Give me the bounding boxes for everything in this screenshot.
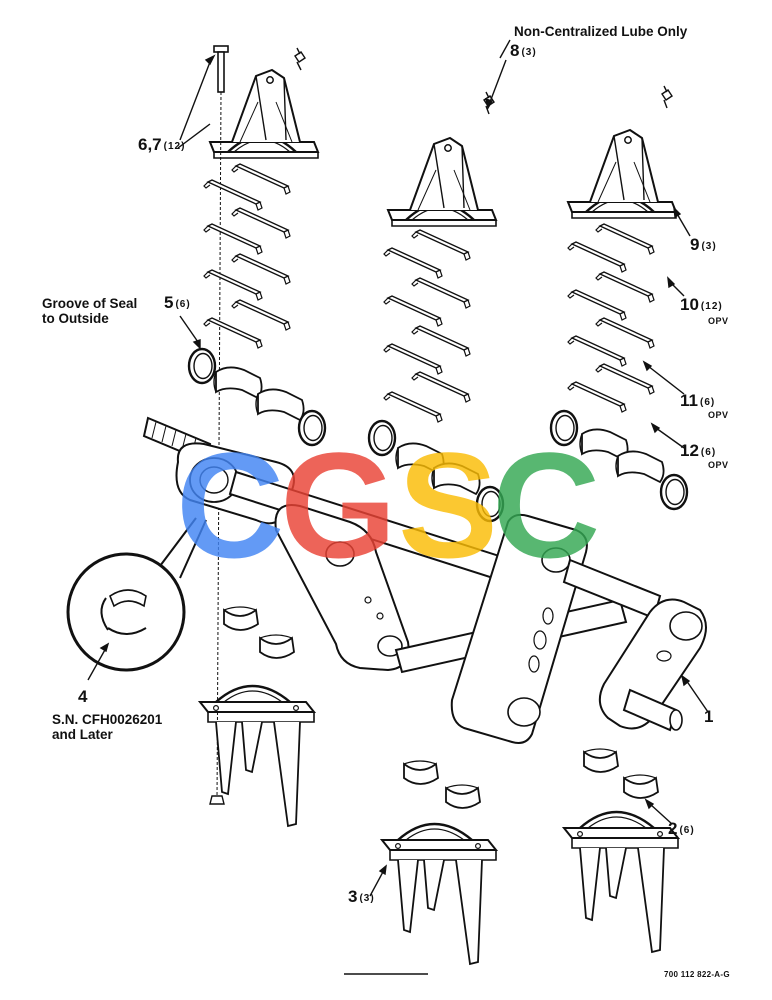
watermark-letter-c1: C	[176, 421, 285, 589]
callout-9: 9(3)	[690, 235, 717, 254]
bracket-bottom-left	[198, 684, 316, 828]
drawing-code: 700 112 822-A-G	[664, 970, 730, 979]
callout-3: 3(3)	[348, 887, 375, 906]
leader-lines	[87, 39, 709, 897]
callout-12: 12(6)	[680, 441, 717, 460]
detail-view-circle	[66, 517, 207, 672]
callout-6-7: 6,7(12)	[138, 135, 186, 154]
callout-12-opv: OPV	[708, 460, 729, 470]
shim-stack-left	[203, 163, 291, 349]
shim-stack-right	[567, 223, 655, 413]
bracket-top-right	[566, 128, 678, 220]
watermark-letter-s: S	[398, 421, 499, 589]
callout-8: 8(3)	[510, 41, 537, 60]
callout-5: 5(6)	[164, 293, 191, 312]
grease-fitting	[294, 47, 673, 115]
shaft-assembly	[142, 416, 707, 744]
callout-4: 4	[78, 687, 88, 706]
shim-stack-center	[383, 229, 471, 423]
bracket-top-left	[208, 68, 320, 160]
bracket-bottom-center	[380, 822, 498, 966]
callout-1: 1	[704, 707, 714, 726]
non-centralized-lube-note: Non-Centralized Lube Only	[514, 24, 688, 39]
watermark-letter-g: G	[280, 421, 397, 589]
bracket-top-center	[386, 136, 498, 228]
callout-10-opv: OPV	[708, 316, 729, 326]
bolt	[209, 45, 229, 805]
callout-10: 10(12)	[680, 295, 723, 314]
bracket-bottom-right	[562, 810, 680, 954]
callout-2: 2(6)	[668, 819, 695, 838]
callout-11: 11(6)	[680, 391, 716, 410]
watermark-letter-c2: C	[492, 421, 601, 589]
callout-11-opv: OPV	[708, 410, 729, 420]
